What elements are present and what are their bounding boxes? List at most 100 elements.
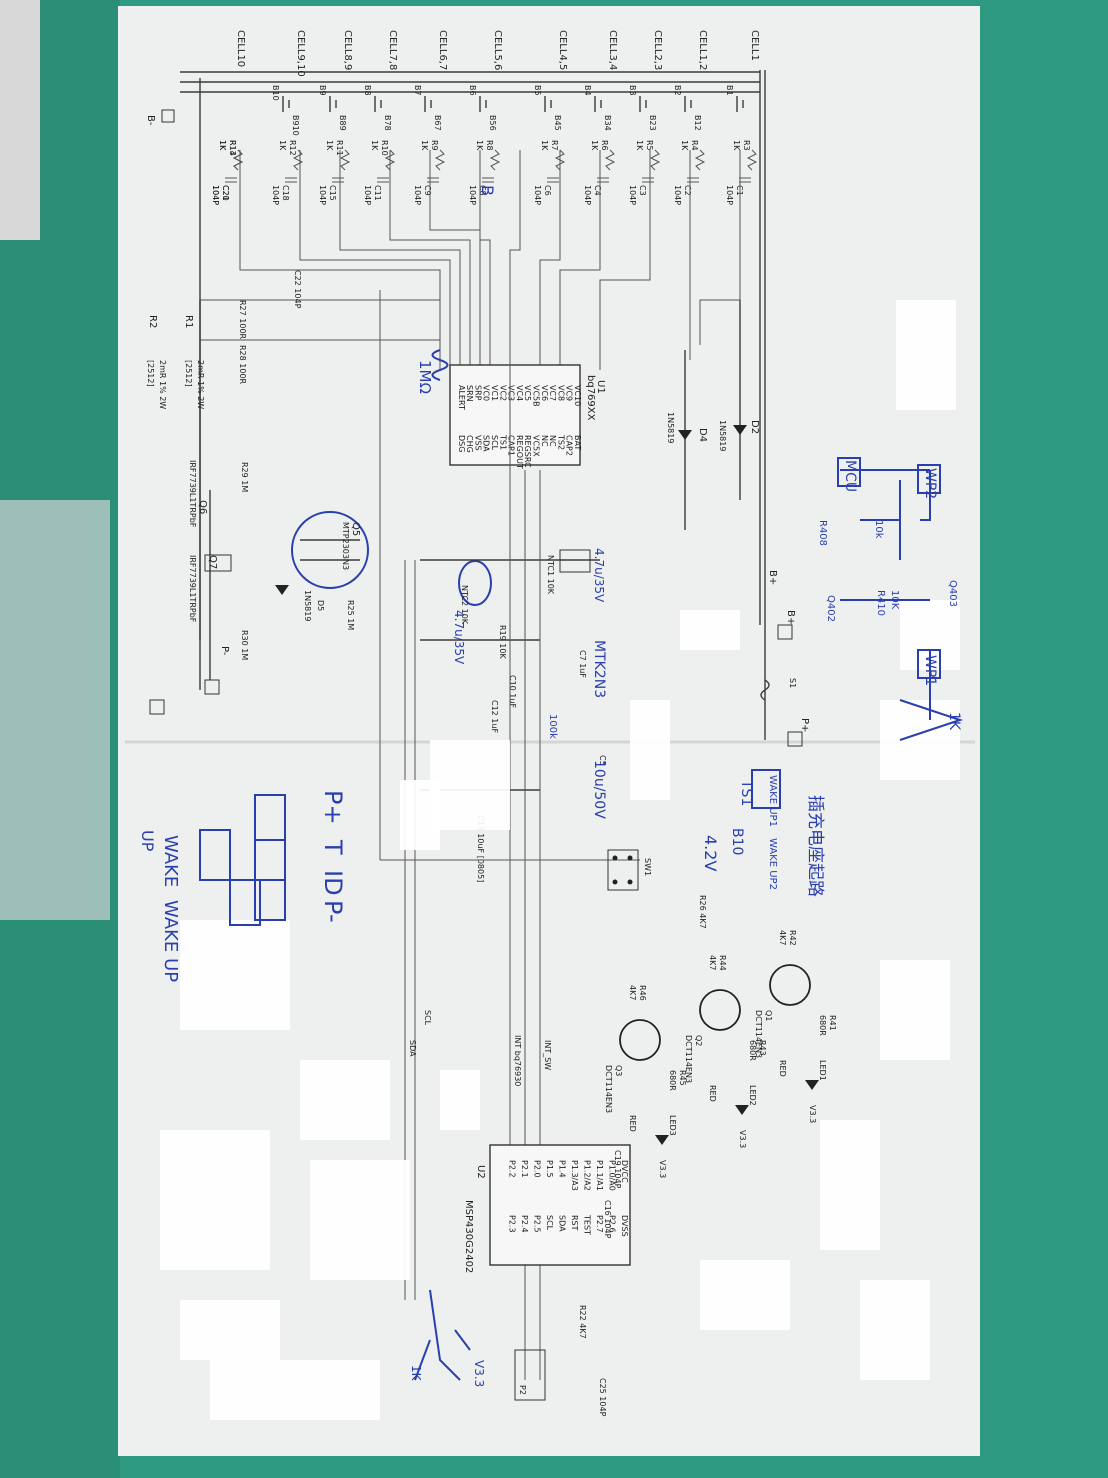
current-sense: R1 2mR 1% 2W [2512] R2 2mR 1% 2W [2512] … [145,109,230,715]
u1-part: bq769XX [585,375,596,421]
whiteout-patches [160,300,960,1420]
led-label: LED3 [668,1115,677,1136]
capacitor-value: 104P [583,185,592,205]
battery-label: B8 [363,85,372,96]
resistor-value: 680R [818,1015,827,1036]
svg-text:INT bq76930: INT bq76930 [513,1035,522,1086]
capacitor-label: C11 [373,185,382,201]
svg-text:C19 104P: C19 104P [613,1150,622,1189]
transistor-value: DCT114EN3 [604,1065,613,1113]
svg-text:B+: B+ [767,570,778,585]
transistor-label: Q3 [614,1065,623,1076]
ic-pin-label: P1.0/A0 [608,1160,617,1191]
capacitor-label: C18 [281,185,290,201]
u1-ref: U1 [595,380,606,394]
led-label: LED2 [748,1085,757,1106]
led-color: RED [628,1115,637,1132]
resistor-value: 1K [540,140,549,151]
ic-pin-label: P1.3/A3 [570,1160,579,1191]
ic-pin-label: SCL [490,435,499,451]
svg-text:[2512]: [2512] [184,360,193,387]
resistor-label: R5 [645,140,654,151]
capacitor-value: 104P [628,185,637,205]
battery-label: B6 [468,85,477,96]
ic-pin-label: VC5B [532,385,541,407]
cell-label: CELL1 [749,30,760,61]
svg-text:MTP2303N3: MTP2303N3 [341,522,350,570]
filter-parts: C22 104P R27 100R R28 100R [238,270,302,385]
ic-pin-label: P2.1 [520,1160,529,1178]
svg-text:Q6: Q6 [197,500,208,514]
svg-text:C5: C5 [598,755,607,766]
resistor-symbol [434,149,446,171]
cell-label: CELL6,7 [437,30,448,70]
svg-text:插充电座起路: 插充电座起路 [805,795,825,897]
svg-text:R22 4K7: R22 4K7 [578,1305,587,1339]
ic-pin-label: P2.7 [595,1215,604,1233]
ntc-area: NTC1 10K NTC2 10K R19 10K C7 1uF C10 1uF… [420,549,607,882]
cell-label: CELL2,3 [652,30,663,70]
resistor-value: 1K [218,140,227,151]
resistor-symbol [489,149,501,171]
diode-d4: D4 1N5819 [666,350,708,530]
svg-text:R1: R1 [183,315,194,328]
svg-text:WAKE UP: WAKE UP [160,900,181,982]
resistor-symbol [232,149,244,171]
svg-text:R410: R410 [875,590,886,616]
ic-pin-label: VC4 [515,385,524,401]
capacitor-value: 104P [363,185,372,205]
ic-pin-label: P1.4 [558,1160,567,1178]
resistor-label: R13 [228,140,237,156]
ic-pin-label: TEST [583,1214,592,1235]
svg-text:NTC2 10K: NTC2 10K [460,585,469,625]
svg-text:WAKE UP1: WAKE UP1 [767,775,778,827]
ic-pin-label: CAP1 [507,435,516,456]
svg-text:D5: D5 [316,600,325,611]
svg-text:UP: UP [138,830,157,852]
svg-text:4.7u/35V: 4.7u/35V [452,610,466,665]
resistor-value: 1K [218,140,227,151]
resistor-value: 1K [732,140,741,151]
svg-text:B10: B10 [729,828,745,855]
handwritten-notes: MCU WP2 WP1 1K R408 10k Q402 R410 Q403 1… [138,185,964,1387]
resistor-symbol [746,149,758,171]
ic-pin-label: VC5X [532,435,541,457]
svg-text:B+: B+ [785,610,796,625]
led-color: RED [708,1085,717,1102]
svg-text:R2: R2 [147,315,158,328]
transistor-value: DCT114EN3 [684,1035,693,1083]
svg-text:R29 1M: R29 1M [240,462,249,492]
svg-text:IRF7739L1TRPbF: IRF7739L1TRPbF [188,460,197,528]
ic-pin-label: TS2 [556,434,565,450]
resistor-label: R41 [828,1015,837,1031]
capacitor-label: C4 [593,185,602,196]
ic-pin-label: VC9 [565,385,574,401]
transistor-label: Q1 [764,1010,773,1021]
resistor-label: R14 [228,140,237,156]
ic-pin-label: BAT [573,435,582,450]
ic-pin-label: NC [540,435,549,447]
led-label: LED1 [818,1060,827,1081]
ic-pin-label: RST [570,1215,579,1231]
svg-text:Q403: Q403 [947,580,958,607]
capacitor-value: 104P [271,185,280,205]
svg-text:R19 10K: R19 10K [498,625,507,659]
svg-text:R28 100R: R28 100R [238,345,247,385]
resistor-label: R12 [288,140,297,156]
switch-sw1[interactable]: SW1 R26 4K7 [607,849,707,929]
svg-text:U2: U2 [475,1165,486,1179]
battery-label: B7 [413,85,422,96]
capacitor-value: 104P [413,185,422,205]
ic-pin-label: P2.2 [508,1160,517,1178]
resistor-value: 1K [370,140,379,151]
ic-pin-label: VC0 [482,385,491,401]
resistor-label: R44 [718,955,727,971]
resistor-label: R43 [758,1040,767,1056]
ic-pin-label: TS1 [498,434,507,450]
resistor-symbol [604,149,616,171]
tap-label: B56 [488,115,497,131]
capacitor-value: 104P [468,185,477,205]
capacitor-label: C2 [683,185,692,196]
resistor-symbol [292,149,304,171]
